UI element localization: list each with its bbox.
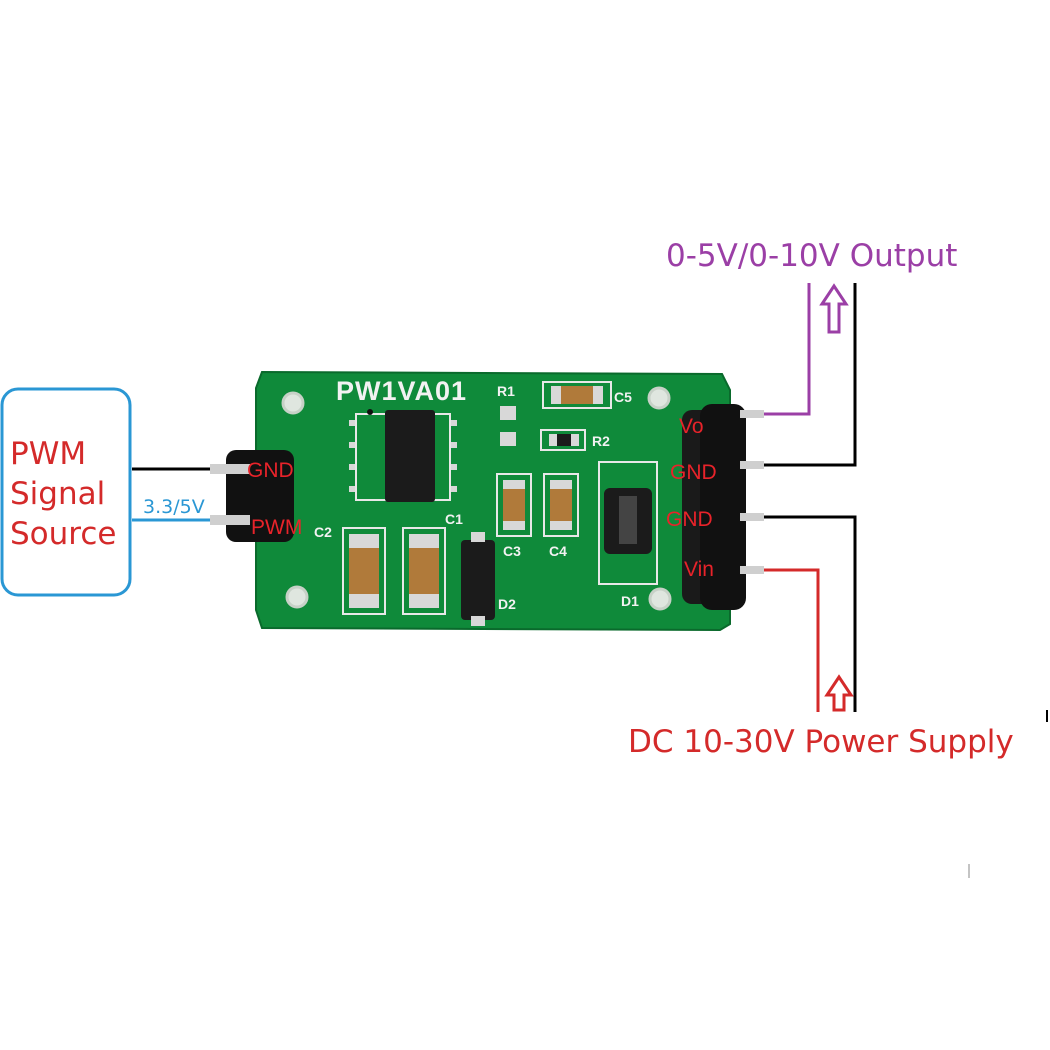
gnd-power-wire <box>764 515 857 712</box>
d1-component <box>598 461 658 585</box>
pcb-board <box>210 370 764 632</box>
right-pin-vin-label: Vin <box>684 558 714 581</box>
output-label: 0-5V/0-10V Output <box>666 238 958 274</box>
mounting-hole <box>285 585 309 609</box>
pwm-source-title: PWM Signal Source <box>10 434 130 554</box>
r2-resistor <box>540 429 586 451</box>
vo-output-wire <box>764 283 811 416</box>
c5-label: C5 <box>614 389 632 405</box>
output-arrow-icon <box>819 283 849 334</box>
pwm-source-box <box>0 387 132 597</box>
mounting-hole <box>647 386 671 410</box>
d2-label: D2 <box>498 596 516 612</box>
c1-label: C1 <box>445 511 463 527</box>
right-pin-gnd1-label: GND <box>670 461 717 484</box>
c2-capacitor <box>342 527 386 615</box>
r1-pad <box>500 406 516 420</box>
c5-capacitor <box>542 381 612 409</box>
right-pin-header <box>682 404 764 610</box>
input-voltage-label: 3.3/5V <box>143 496 205 518</box>
vin-power-wire <box>764 568 820 712</box>
power-supply-label: DC 10-30V Power Supply <box>628 724 1014 760</box>
left-pin-header <box>210 450 294 542</box>
mounting-hole <box>281 391 305 415</box>
left-pin-pwm-label: PWM <box>251 516 303 539</box>
c1-capacitor <box>402 527 446 615</box>
left-pin-gnd-label: GND <box>247 459 294 482</box>
c3-label: C3 <box>503 543 521 559</box>
source-title-line-1: PWM <box>10 436 87 472</box>
c3-capacitor <box>496 473 532 537</box>
r1-pad <box>500 432 516 446</box>
ic-chip <box>349 409 457 502</box>
r2-label: R2 <box>592 433 610 449</box>
c4-label: C4 <box>549 543 567 559</box>
gnd-output-wire <box>764 283 857 467</box>
c2-label: C2 <box>314 524 332 540</box>
d1-label: D1 <box>621 593 639 609</box>
mounting-hole <box>648 587 672 611</box>
board-model-label: PW1VA01 <box>336 376 468 406</box>
power-arrow-icon <box>824 674 854 712</box>
r1-label: R1 <box>497 383 515 399</box>
right-pin-vo-label: Vo <box>679 415 704 438</box>
right-pin-gnd2-label: GND <box>666 508 713 531</box>
source-title-line-2: Signal <box>10 476 106 512</box>
source-title-line-3: Source <box>10 516 117 552</box>
c4-capacitor <box>543 473 579 537</box>
d2-diode <box>461 532 495 626</box>
